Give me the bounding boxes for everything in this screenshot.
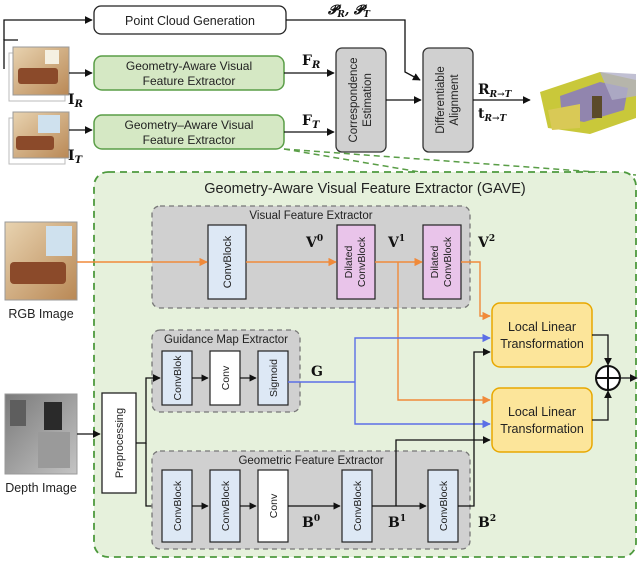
llt-1-line2: Transformation [500, 337, 584, 351]
zoom-line-left [283, 148, 421, 173]
image-R-thumbnail [8, 46, 70, 102]
vfe-dilated-1-line2: ConvBlock [356, 236, 368, 287]
gme-convblok-label: ConvBlok [172, 355, 184, 401]
gfe-convblock-2 [209, 469, 241, 543]
arrow-v1-to-llt2 [397, 262, 491, 405]
image-R-label: IR [68, 92, 83, 110]
translation-label: tR→T [478, 106, 507, 124]
gfe-convblock-1-label: ConvBlock [172, 480, 184, 531]
vfe-dilated-convblock-1 [336, 224, 376, 300]
llt-2-line2: Transformation [500, 422, 584, 436]
gme-conv-label: Conv [220, 365, 232, 390]
gave-box-R-line1: Geometry-Aware Visual [126, 59, 252, 73]
arrow-pre-to-gme [136, 374, 161, 444]
visual-feature-extractor-title: Visual Feature Extractor [249, 210, 372, 222]
local-linear-transformation-2 [491, 387, 593, 453]
gave-box-T-line2: Feature Extractor [143, 133, 236, 147]
arrow-to-pointcloud [3, 16, 93, 40]
gfe-convblock-3-label: ConvBlock [352, 480, 364, 531]
preprocessing-label: Preprocessing [114, 408, 126, 478]
g-label: G [311, 364, 323, 380]
llt-2-line1: Local Linear [508, 405, 576, 419]
gme-sigmoid-label: Sigmoid [268, 359, 280, 397]
gme-sigmoid [257, 350, 289, 406]
vfe-dilated-2-line1: Dilated [429, 245, 441, 278]
correspondence-estimation-box [335, 47, 387, 153]
gme-conv [209, 350, 241, 406]
geometric-feature-extractor-title: Geometric Feature Extractor [238, 455, 383, 467]
arrow-pointcloud-to-alignment [286, 19, 421, 81]
gme-convblok [161, 350, 193, 406]
gave-box-R-line2: Feature Extractor [143, 74, 236, 88]
correspondence-line2: Estimation [362, 73, 374, 127]
gfe-convblock-2-label: ConvBlock [220, 480, 232, 531]
rgb-image [4, 221, 78, 301]
arrow-g-to-llt2 [354, 382, 491, 429]
depth-image-label: Depth Image [5, 481, 77, 495]
arrow-b1-to-llt2 [395, 436, 491, 506]
rotation-label: RR→T [478, 82, 513, 100]
image-T-label: IT [68, 148, 84, 166]
gfe-convblock-3 [341, 469, 373, 543]
gfe-convblock-1 [161, 469, 193, 543]
pointcloud-symbols: 𝓟R, 𝓟T [327, 3, 371, 20]
registered-pointcloud-image [540, 72, 636, 134]
gfe-conv [257, 469, 289, 543]
arrow-llt2-to-sum [592, 390, 612, 421]
gfe-conv-label: Conv [268, 493, 280, 518]
rgb-image-label: RGB Image [8, 307, 73, 321]
zoom-line-right [283, 148, 637, 176]
local-linear-transformation-1 [491, 302, 593, 368]
arrow-v2-to-llt1 [461, 261, 491, 321]
preprocessing-box [101, 392, 137, 494]
vfe-dilated-1-line1: Dilated [343, 245, 355, 278]
gave-panel-title: Geometry-Aware Visual Feature Extractor … [204, 181, 526, 197]
alignment-line1: Differentiable [435, 66, 447, 134]
differentiable-alignment-box [422, 47, 474, 153]
sum-node [595, 365, 621, 391]
point-cloud-generation-label: Point Cloud Generation [125, 14, 255, 28]
depth-image [4, 393, 78, 475]
arrow-llt1-to-sum [592, 334, 612, 366]
alignment-line2: Alignment [449, 74, 461, 126]
feature-T-label: FT [302, 113, 321, 131]
guidance-map-extractor-title: Guidance Map Extractor [164, 334, 288, 346]
correspondence-line1: Correspondence [348, 57, 360, 142]
gfe-convblock-4-label: ConvBlock [438, 480, 450, 531]
feature-R-label: FR [302, 53, 320, 71]
vfe-dilated-2-line2: ConvBlock [442, 236, 454, 287]
image-T-thumbnail [8, 111, 70, 165]
arrow-g-to-llt1 [354, 333, 491, 382]
vfe-convblock-label: ConvBlock [222, 235, 234, 288]
gfe-convblock-4 [427, 469, 459, 543]
gave-box-T-line1: Geometry–Aware Visual [125, 118, 254, 132]
llt-1-line1: Local Linear [508, 320, 576, 334]
arrow-b2-to-llt1 [458, 348, 491, 507]
